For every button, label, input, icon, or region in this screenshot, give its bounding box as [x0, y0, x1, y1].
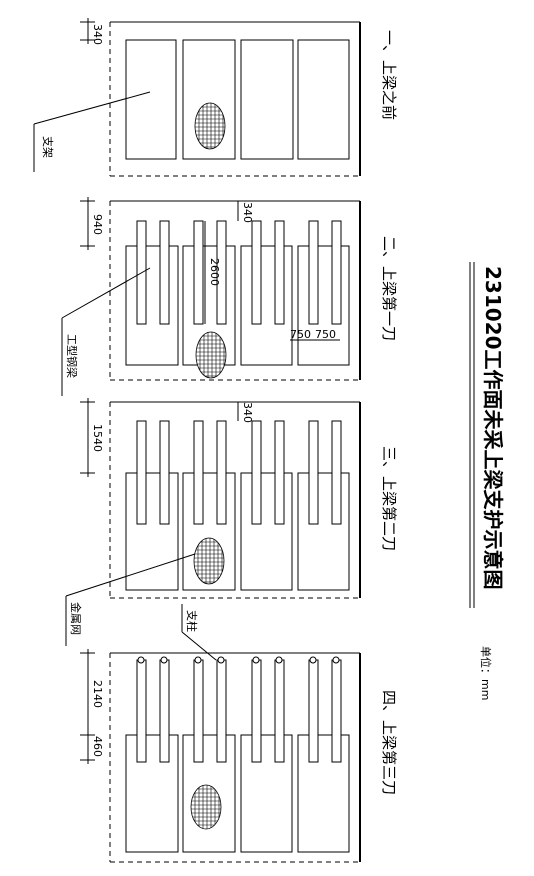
- i-beam: [216, 659, 227, 763]
- stage-4: 2140 460 支柱 四、上梁第三刀: [80, 604, 398, 863]
- stage-4-label: 四、上梁第三刀: [380, 690, 398, 795]
- callout-i-beam: 工型钢梁: [65, 334, 79, 378]
- dim-340: 340: [241, 202, 254, 223]
- callout-leader: [65, 553, 196, 597]
- i-beam: [159, 659, 170, 763]
- callout-leader: [61, 267, 151, 319]
- i-beam: [193, 220, 204, 325]
- i-beam: [308, 220, 319, 325]
- support-frame: [125, 245, 179, 366]
- diagram-title: 231020工作面未采上梁支护示意图: [481, 266, 505, 590]
- prop-circle: [275, 656, 283, 664]
- metal-mesh: [190, 784, 222, 830]
- prop-circle: [309, 656, 317, 664]
- dim-340: 340: [91, 24, 104, 45]
- dim-2140: 2140: [91, 680, 104, 708]
- i-beam: [331, 659, 342, 763]
- prop-circle: [137, 656, 145, 664]
- dim-2600: 2600: [208, 258, 221, 286]
- metal-mesh: [195, 331, 227, 379]
- i-beam: [274, 659, 285, 763]
- i-beam: [331, 220, 342, 325]
- callout-leader: [33, 91, 151, 125]
- callout-prop: 支柱: [185, 610, 199, 632]
- unit-label: 单位：mm: [479, 646, 493, 700]
- i-beam: [251, 420, 262, 525]
- callout-metal-mesh: 金属网: [69, 602, 83, 635]
- stage-3: 1540 340 金属网 三、上梁第二刀: [65, 398, 398, 646]
- dim-340: 340: [241, 402, 254, 423]
- dim-940: 940: [91, 214, 104, 235]
- i-beam: [159, 220, 170, 325]
- prop-circle: [252, 656, 260, 664]
- i-beam: [193, 420, 204, 525]
- i-beam: [308, 420, 319, 525]
- stage-2-label: 二、上梁第一刀: [380, 236, 398, 341]
- i-beam: [159, 420, 170, 525]
- stage-3-label: 三、上梁第二刀: [380, 446, 398, 551]
- i-beam: [216, 220, 227, 325]
- i-beam: [308, 659, 319, 763]
- stage-1: 340 支架 一、上梁之前: [33, 18, 398, 177]
- prop-circle: [217, 656, 225, 664]
- prop-circle: [160, 656, 168, 664]
- i-beam: [136, 420, 147, 525]
- i-beam: [193, 659, 204, 763]
- support-frame: [240, 39, 294, 160]
- callout-support-frame: 支架: [41, 136, 54, 158]
- metal-mesh: [193, 537, 225, 585]
- prop-circle: [194, 656, 202, 664]
- i-beam: [251, 659, 262, 763]
- dim-1540: 1540: [91, 424, 104, 452]
- dim-460: 460: [91, 736, 104, 757]
- dim-750-a: 750: [290, 328, 311, 341]
- support-frame: [125, 472, 179, 591]
- metal-mesh: [194, 102, 226, 150]
- stage-1-label: 一、上梁之前: [380, 30, 398, 120]
- support-frame: [125, 39, 177, 160]
- stage-2: 940 340 2600 750 750 工型钢梁 二、上梁第一刀: [61, 197, 398, 396]
- support-frame: [125, 734, 179, 853]
- i-beam: [136, 659, 147, 763]
- prop-circle: [332, 656, 340, 664]
- i-beam: [274, 420, 285, 525]
- support-frame: [297, 39, 350, 160]
- i-beam: [331, 420, 342, 525]
- i-beam: [274, 220, 285, 325]
- i-beam: [251, 220, 262, 325]
- i-beam: [216, 420, 227, 525]
- callout-leader: [181, 631, 217, 661]
- dim-750-b: 750: [315, 328, 336, 341]
